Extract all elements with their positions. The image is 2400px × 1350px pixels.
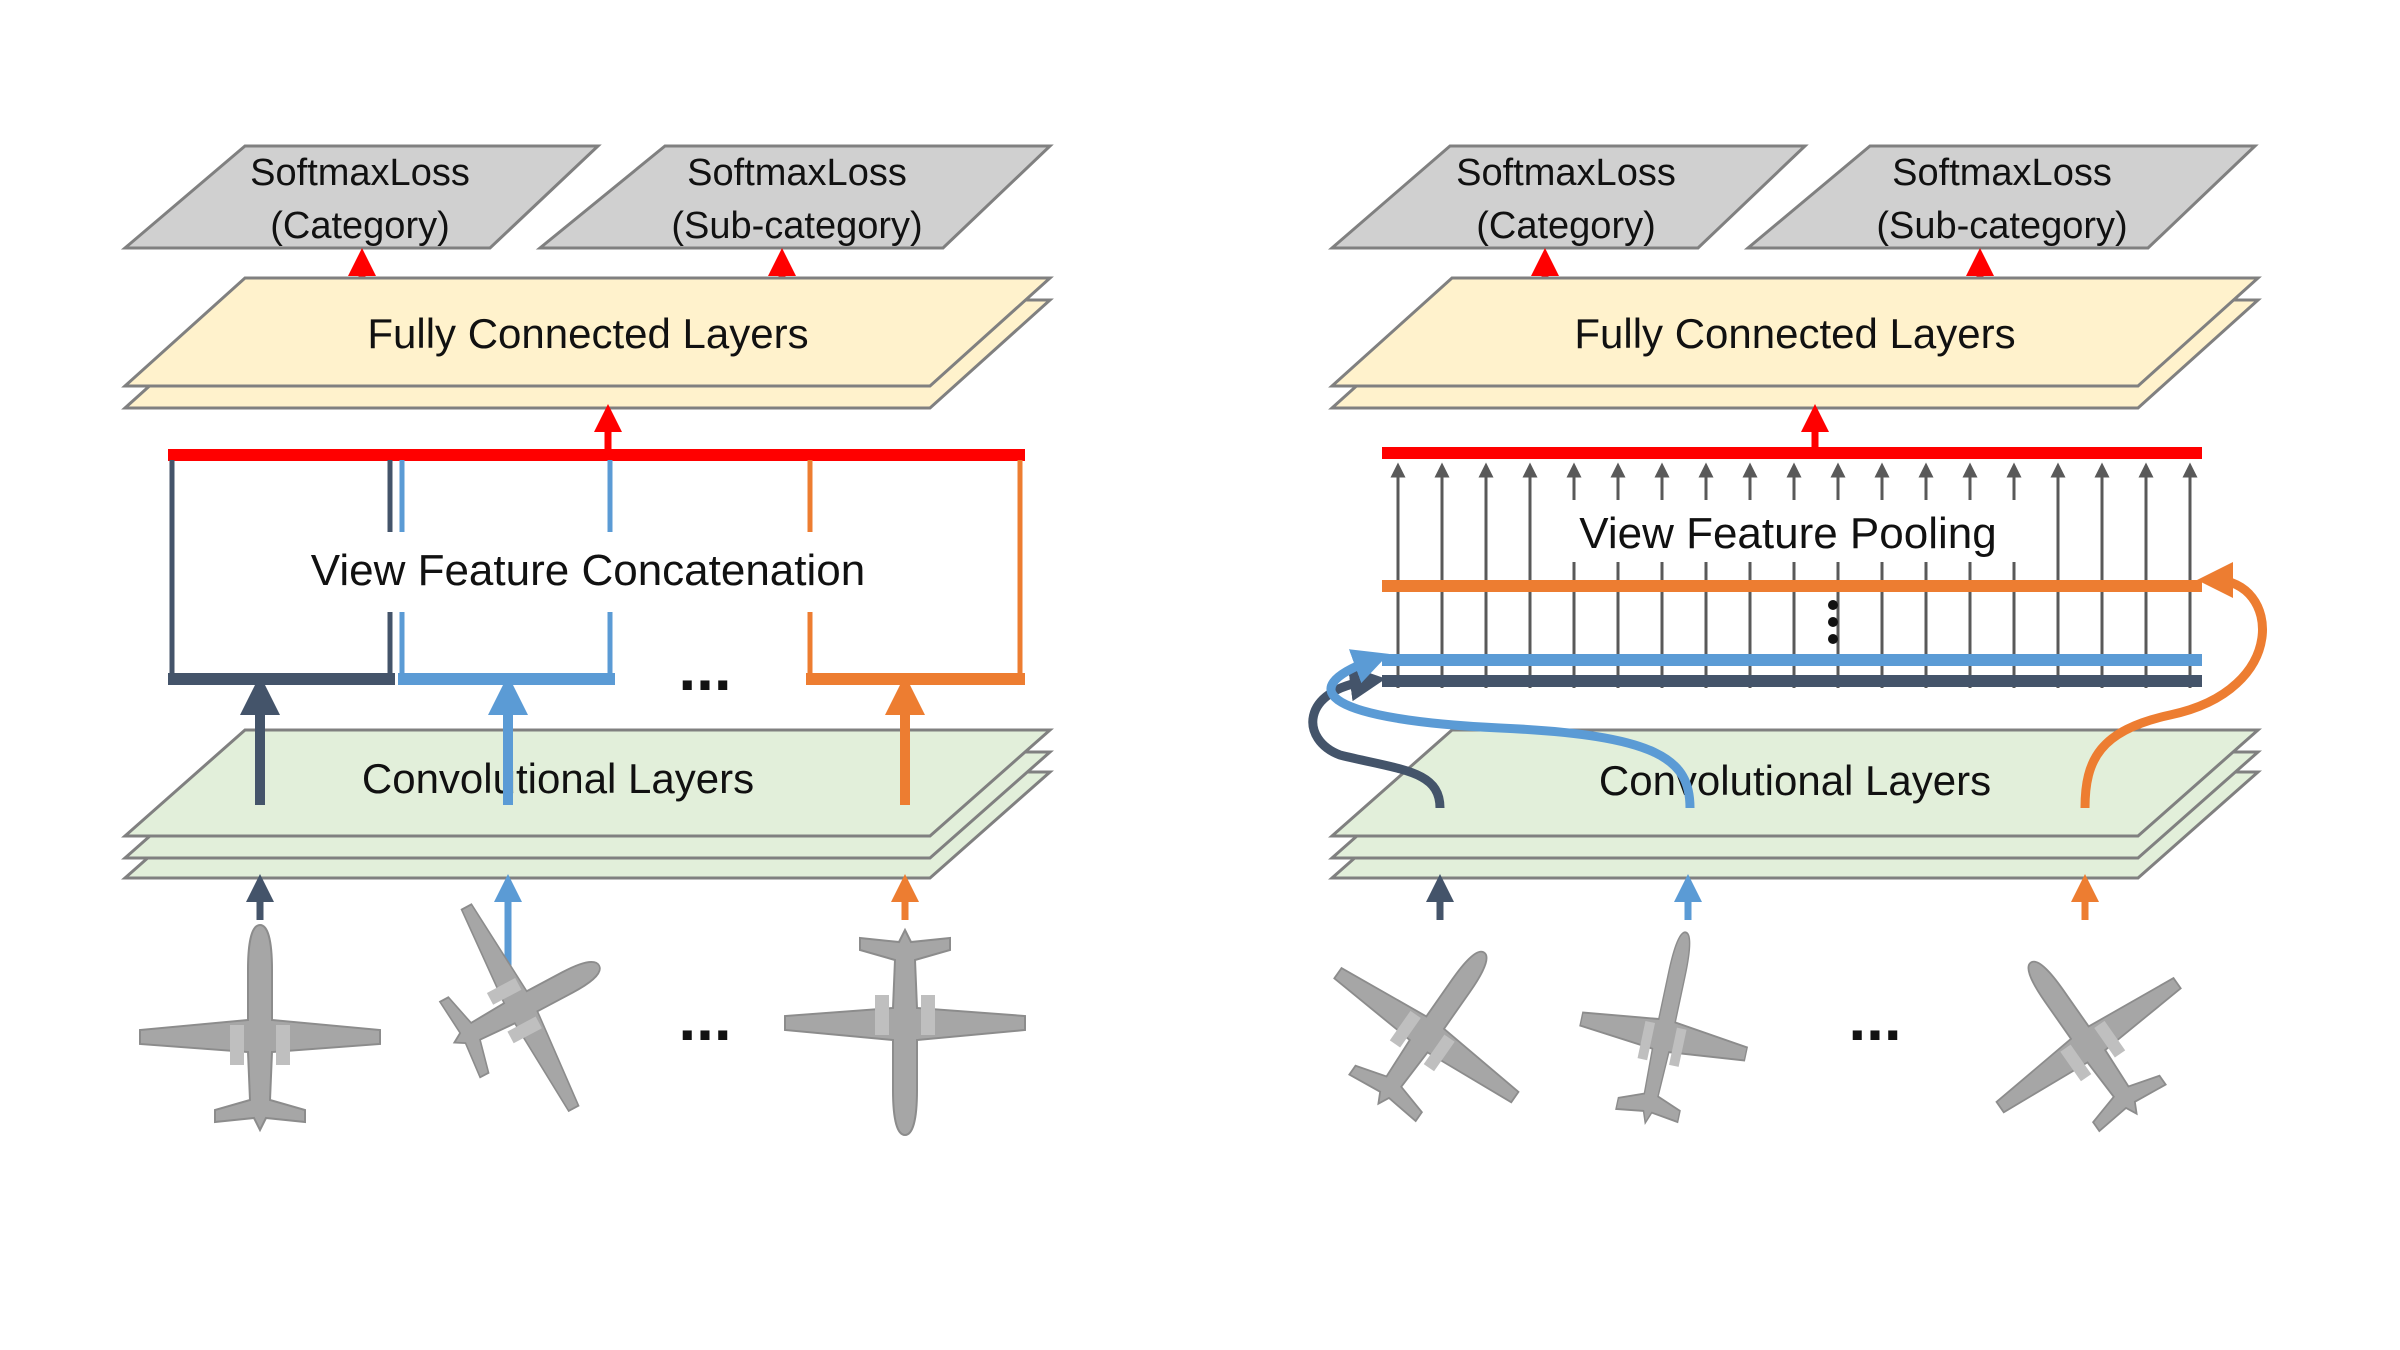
right-loss-subcategory-line1: SoftmaxLoss: [1892, 152, 2112, 194]
right-fc-layers: Fully Connected Layers: [1328, 276, 2262, 410]
left-loss-subcategory-box: SoftmaxLoss (Sub-category): [535, 144, 1054, 250]
left-loss-category-line1: SoftmaxLoss: [250, 152, 470, 194]
right-loss-subcategory-box: SoftmaxLoss (Sub-category): [1743, 144, 2259, 250]
right-conv-label: Convolutional Layers: [1599, 757, 1991, 804]
right-loss-category-box: SoftmaxLoss (Category): [1327, 144, 1809, 250]
left-op-label-backdrop: [250, 532, 930, 612]
left-view2-airplane-image: [399, 863, 654, 1145]
left-conv-label: Convolutional Layers: [362, 755, 754, 802]
right-ellipsis-views: ...: [1848, 982, 1901, 1054]
right-arrow-conv-to-feature-view1: [1308, 665, 1445, 809]
left-view1-airplane-image: [139, 924, 381, 1131]
right-vertical-ellipsis: [1828, 600, 1838, 644]
left-loss-category-box: SoftmaxLoss (Category): [120, 144, 602, 250]
left-loss-category-line2: (Category): [270, 205, 450, 247]
right-conv-layers: Convolutional Layers: [1328, 728, 2262, 880]
left-loss-subcategory-line2: (Sub-category): [671, 205, 922, 247]
right-loss-subcategory-line2: (Sub-category): [1876, 205, 2127, 247]
left-ellipsis-features: ...: [678, 632, 731, 704]
right-view1-airplane-image: [1289, 889, 1574, 1167]
left-conv-layers: Convolutional Layers: [121, 728, 1054, 880]
right-view2-airplane-image: [1562, 914, 1769, 1142]
left-panel: SoftmaxLoss (Category) SoftmaxLoss (Sub-…: [120, 144, 1054, 1145]
right-op-label: View Feature Pooling: [1579, 509, 1996, 558]
left-loss-subcategory-line1: SoftmaxLoss: [687, 152, 907, 194]
left-fc-layers: Fully Connected Layers: [121, 276, 1054, 410]
left-op-label: View Feature Concatenation: [311, 546, 865, 595]
right-loss-category-line1: SoftmaxLoss: [1456, 152, 1676, 194]
right-arrow-conv-to-feature-view2: [1326, 649, 1695, 809]
right-view3-airplane-image: [1941, 899, 2226, 1177]
right-loss-category-line2: (Category): [1476, 205, 1656, 247]
left-fc-label: Fully Connected Layers: [367, 310, 808, 357]
right-op-label-backdrop: [1540, 500, 2050, 562]
right-arrow-conv-to-feature-view3: [2080, 562, 2267, 809]
left-view3-airplane-image: [784, 929, 1026, 1136]
right-panel: SoftmaxLoss (Category) SoftmaxLoss (Sub-…: [1289, 144, 2267, 1177]
left-ellipsis-views: ...: [678, 982, 731, 1054]
right-fc-label: Fully Connected Layers: [1574, 310, 2015, 357]
